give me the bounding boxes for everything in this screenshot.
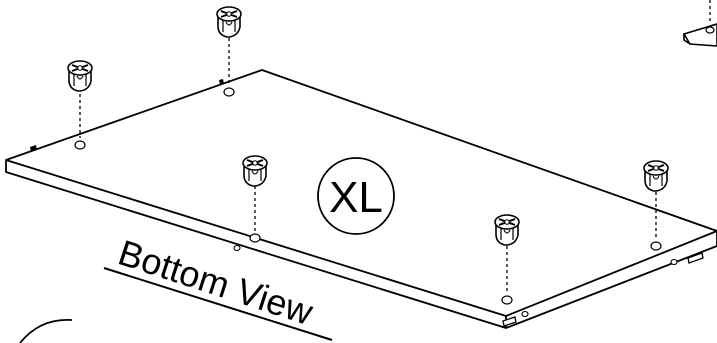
cam-hole: [223, 87, 235, 97]
partial-badge-bottom-left: [19, 319, 73, 343]
cam-lock-nut-icon: [242, 155, 268, 187]
partial-panel-top-right: [682, 0, 717, 47]
cam-hole: [650, 241, 662, 251]
cam-hole: [249, 233, 261, 243]
cam-lock-nut-icon: [643, 160, 669, 192]
cam-hole: [74, 140, 86, 150]
cam-hole: [501, 295, 513, 305]
guide-lines: [79, 38, 657, 294]
panel-label: XL: [329, 173, 383, 222]
cam-holes: [74, 87, 662, 305]
cam-lock-nut-icon: [216, 6, 242, 38]
cam-lock-nut-icon: [494, 214, 520, 246]
panel-label-badge: XL: [317, 157, 395, 235]
caption-underline: [103, 267, 333, 341]
cam-lock-nut-icon: [67, 60, 93, 92]
